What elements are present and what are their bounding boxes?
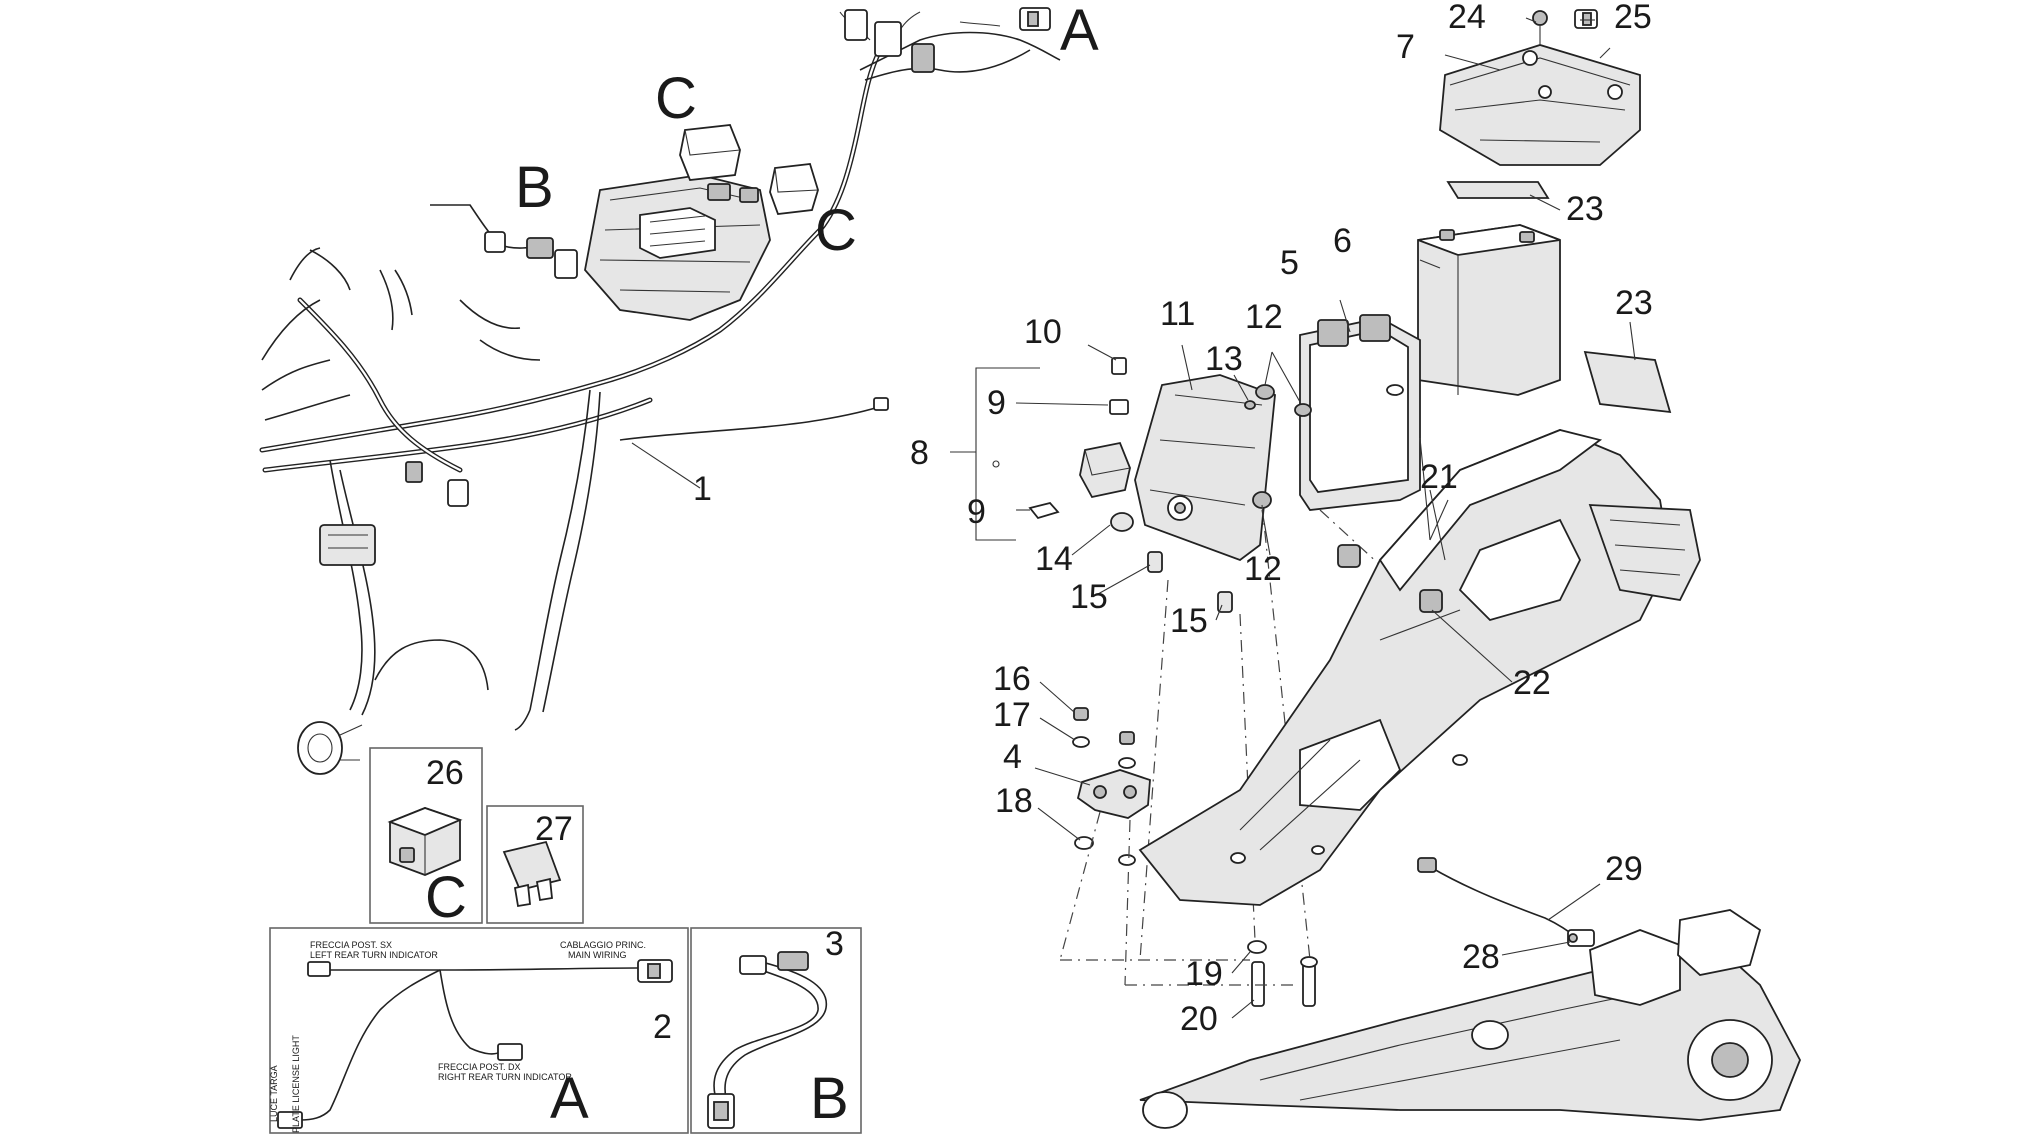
part-callouts: 1 2 3 4 5 6 7 8 9 9 10 11 12 12 13 14 15… <box>426 0 1653 1046</box>
connector-letters: A C B C C A B <box>425 0 1099 1131</box>
inset-box-2 <box>269 927 689 1134</box>
callout-29: 29 <box>1605 850 1643 888</box>
callout-1: 1 <box>693 470 712 508</box>
callout-19: 19 <box>1185 955 1223 993</box>
inset-box-26 <box>369 747 483 924</box>
callout-14: 14 <box>1035 540 1073 578</box>
callout-12b: 12 <box>1244 550 1282 588</box>
rear-underseat-tray <box>1138 429 1701 906</box>
inset-box-3 <box>690 927 862 1134</box>
callout-4: 4 <box>1003 738 1022 776</box>
callout-27: 27 <box>535 810 573 848</box>
letter-box3-b: B <box>810 1066 849 1131</box>
letter-harness-b: B <box>515 155 554 220</box>
swingarm-and-sensor <box>1139 857 1801 1129</box>
inset-box-27 <box>486 805 584 924</box>
callout-15b: 15 <box>1170 602 1208 640</box>
letter-harness-c2: C <box>815 198 857 263</box>
letter-harness-c1: C <box>655 66 697 131</box>
callout-11: 11 <box>1160 295 1195 333</box>
callout-12a: 12 <box>1245 298 1283 336</box>
label-freccia-dx: FRECCIA POST. DX <box>438 1062 521 1072</box>
leader-lines <box>631 17 1636 1019</box>
callout-17: 17 <box>993 696 1031 734</box>
callout-21: 21 <box>1420 458 1458 496</box>
callout-26: 26 <box>426 754 464 792</box>
callout-2: 2 <box>653 1008 672 1046</box>
callout-5: 5 <box>1280 244 1299 282</box>
letter-harness-a: A <box>1060 0 1099 63</box>
letter-box26-c: C <box>425 865 467 930</box>
main-wiring-harness <box>259 7 1061 775</box>
callout-24: 24 <box>1448 0 1486 36</box>
letter-box2-a: A <box>550 1066 589 1131</box>
label-luce-targa: LUCE TARGA <box>269 1065 279 1122</box>
label-freccia-dx-en: RIGHT REAR TURN INDICATOR <box>438 1072 572 1082</box>
callout-20: 20 <box>1180 1000 1218 1038</box>
callout-23b: 23 <box>1615 284 1653 322</box>
callout-10: 10 <box>1024 313 1062 351</box>
callout-25: 25 <box>1614 0 1652 36</box>
label-cablaggio-en: MAIN WIRING <box>568 950 627 960</box>
callout-23a: 23 <box>1566 190 1604 228</box>
callout-6: 6 <box>1333 222 1352 260</box>
callout-3: 3 <box>825 925 844 963</box>
label-freccia-sx: FRECCIA POST. SX <box>310 940 392 950</box>
callout-7: 7 <box>1396 28 1415 66</box>
callout-22: 22 <box>1513 664 1551 702</box>
callout-9a: 9 <box>987 384 1006 422</box>
inset-wiring-labels: FRECCIA POST. SX LEFT REAR TURN INDICATO… <box>269 940 646 1133</box>
callout-9b: 9 <box>967 493 986 531</box>
label-luce-targa-en: PLATE LICENSE LIGHT <box>291 1035 301 1133</box>
label-freccia-sx-en: LEFT REAR TURN INDICATOR <box>310 950 438 960</box>
callout-13: 13 <box>1205 340 1243 378</box>
callout-15a: 15 <box>1070 578 1108 616</box>
callout-18: 18 <box>995 782 1033 820</box>
battery-and-ecu-group <box>950 9 1672 1007</box>
callout-28: 28 <box>1462 938 1500 976</box>
callout-16: 16 <box>993 660 1031 698</box>
callout-8: 8 <box>910 434 929 472</box>
label-cablaggio: CABLAGGIO PRINC. <box>560 940 646 950</box>
